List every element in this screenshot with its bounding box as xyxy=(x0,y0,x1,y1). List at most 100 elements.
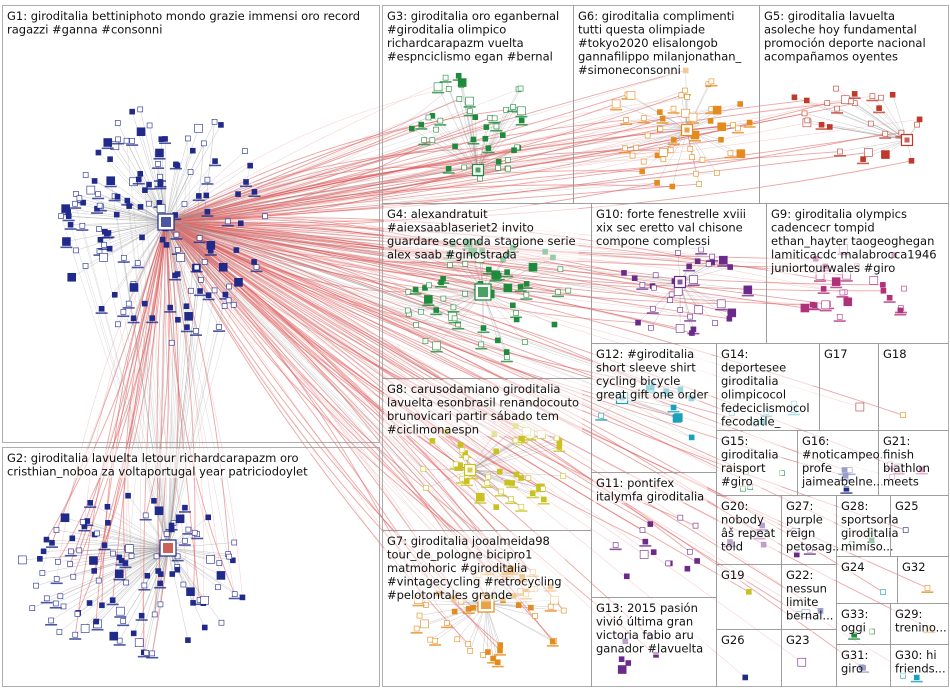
node-vertex[interactable] xyxy=(432,637,438,644)
node-vertex[interactable] xyxy=(714,170,720,176)
node-vertex[interactable] xyxy=(670,105,677,112)
node-vertex[interactable] xyxy=(87,500,93,506)
node-vertex[interactable] xyxy=(146,200,152,207)
node-vertex[interactable] xyxy=(452,461,459,468)
node-vertex[interactable] xyxy=(157,173,163,180)
node-vertex[interactable] xyxy=(901,285,907,292)
node-vertex[interactable] xyxy=(96,202,103,209)
node-vertex[interactable] xyxy=(512,437,519,444)
node-vertex[interactable] xyxy=(644,132,651,139)
node-vertex[interactable] xyxy=(529,490,536,496)
node-vertex[interactable] xyxy=(455,72,462,79)
node-vertex[interactable] xyxy=(686,263,692,270)
node-vertex[interactable] xyxy=(811,302,818,308)
node-vertex[interactable] xyxy=(717,122,727,132)
node-vertex[interactable] xyxy=(205,514,212,521)
node-vertex[interactable] xyxy=(869,93,876,100)
node-vertex[interactable] xyxy=(218,619,225,626)
node-vertex[interactable] xyxy=(173,231,180,238)
node-vertex[interactable] xyxy=(193,328,199,334)
node-vertex[interactable] xyxy=(137,204,144,210)
node-vertex[interactable] xyxy=(477,175,483,182)
node-vertex[interactable] xyxy=(60,603,67,610)
node-vertex[interactable] xyxy=(470,136,477,143)
node-vertex[interactable] xyxy=(623,573,630,580)
node-vertex[interactable] xyxy=(465,96,474,106)
node-vertex[interactable] xyxy=(225,297,232,304)
node-vertex[interactable] xyxy=(476,492,485,502)
node-vertex[interactable] xyxy=(205,292,212,298)
node-vertex[interactable] xyxy=(491,115,498,122)
node-vertex[interactable] xyxy=(181,201,188,207)
node-vertex[interactable] xyxy=(523,281,530,287)
node-vertex[interactable] xyxy=(182,504,188,511)
node-vertex[interactable] xyxy=(505,165,511,172)
node-vertex[interactable] xyxy=(235,278,242,285)
node-vertex[interactable] xyxy=(122,560,129,566)
node-vertex[interactable] xyxy=(157,601,164,608)
node-vertex[interactable] xyxy=(654,179,660,186)
node-vertex[interactable] xyxy=(120,309,127,315)
node-vertex[interactable] xyxy=(727,264,733,270)
node-vertex[interactable] xyxy=(55,558,61,565)
node-vertex[interactable] xyxy=(201,259,208,265)
node-vertex[interactable] xyxy=(622,145,628,152)
node-vertex[interactable] xyxy=(493,123,500,130)
node-vertex[interactable] xyxy=(139,234,145,241)
node-vertex[interactable] xyxy=(224,218,231,225)
node-vertex[interactable] xyxy=(677,307,684,313)
node-vertex[interactable] xyxy=(253,264,260,270)
node-vertex[interactable] xyxy=(560,607,567,614)
node-vertex[interactable] xyxy=(681,108,690,118)
node-vertex[interactable] xyxy=(648,324,654,331)
node-vertex[interactable] xyxy=(200,595,209,605)
node-vertex[interactable] xyxy=(497,642,503,648)
node-vertex[interactable] xyxy=(146,122,153,129)
node-vertex[interactable] xyxy=(684,94,690,100)
node-vertex[interactable] xyxy=(433,82,443,92)
node-vertex[interactable] xyxy=(67,221,74,228)
node-vertex[interactable] xyxy=(93,618,100,625)
node-vertex[interactable] xyxy=(420,619,429,629)
node-vertex[interactable] xyxy=(678,92,685,99)
node-vertex[interactable] xyxy=(445,86,452,92)
node-vertex[interactable] xyxy=(631,275,638,281)
node-vertex[interactable] xyxy=(416,612,423,619)
node-vertex[interactable] xyxy=(43,595,50,602)
node-vertex[interactable] xyxy=(667,297,673,303)
node-vertex[interactable] xyxy=(746,119,753,126)
node-vertex[interactable] xyxy=(652,272,659,279)
node-vertex[interactable] xyxy=(82,263,89,269)
node-vertex[interactable] xyxy=(499,132,506,138)
node-vertex[interactable] xyxy=(565,287,572,294)
node-vertex[interactable] xyxy=(129,283,139,292)
node-vertex[interactable] xyxy=(432,341,441,351)
node-vertex[interactable] xyxy=(687,313,693,320)
node-vertex[interactable] xyxy=(115,136,121,143)
node-vertex[interactable] xyxy=(736,149,746,158)
node-vertex[interactable] xyxy=(867,120,874,127)
node-vertex[interactable] xyxy=(438,279,444,286)
node-vertex[interactable] xyxy=(727,150,734,157)
node-vertex[interactable] xyxy=(540,486,546,492)
node-vertex[interactable] xyxy=(712,320,718,326)
node-vertex[interactable] xyxy=(547,603,554,610)
node-vertex[interactable] xyxy=(442,74,449,81)
node-vertex[interactable] xyxy=(665,560,671,567)
node-vertex[interactable] xyxy=(709,253,715,260)
node-vertex[interactable] xyxy=(29,605,36,612)
node-vertex[interactable] xyxy=(89,556,98,565)
node-vertex[interactable] xyxy=(617,665,627,674)
node-vertex[interactable] xyxy=(467,647,474,654)
node-vertex[interactable] xyxy=(104,503,111,510)
node-vertex[interactable] xyxy=(517,85,524,92)
node-vertex[interactable] xyxy=(69,535,76,542)
node-vertex[interactable] xyxy=(429,437,436,444)
node-vertex[interactable] xyxy=(114,193,121,200)
node-vertex[interactable] xyxy=(211,118,218,125)
node-vertex[interactable] xyxy=(173,161,179,168)
node-vertex[interactable] xyxy=(73,191,79,197)
node-vertex[interactable] xyxy=(881,150,890,159)
node-vertex[interactable] xyxy=(836,313,843,320)
node-vertex[interactable] xyxy=(485,649,491,655)
